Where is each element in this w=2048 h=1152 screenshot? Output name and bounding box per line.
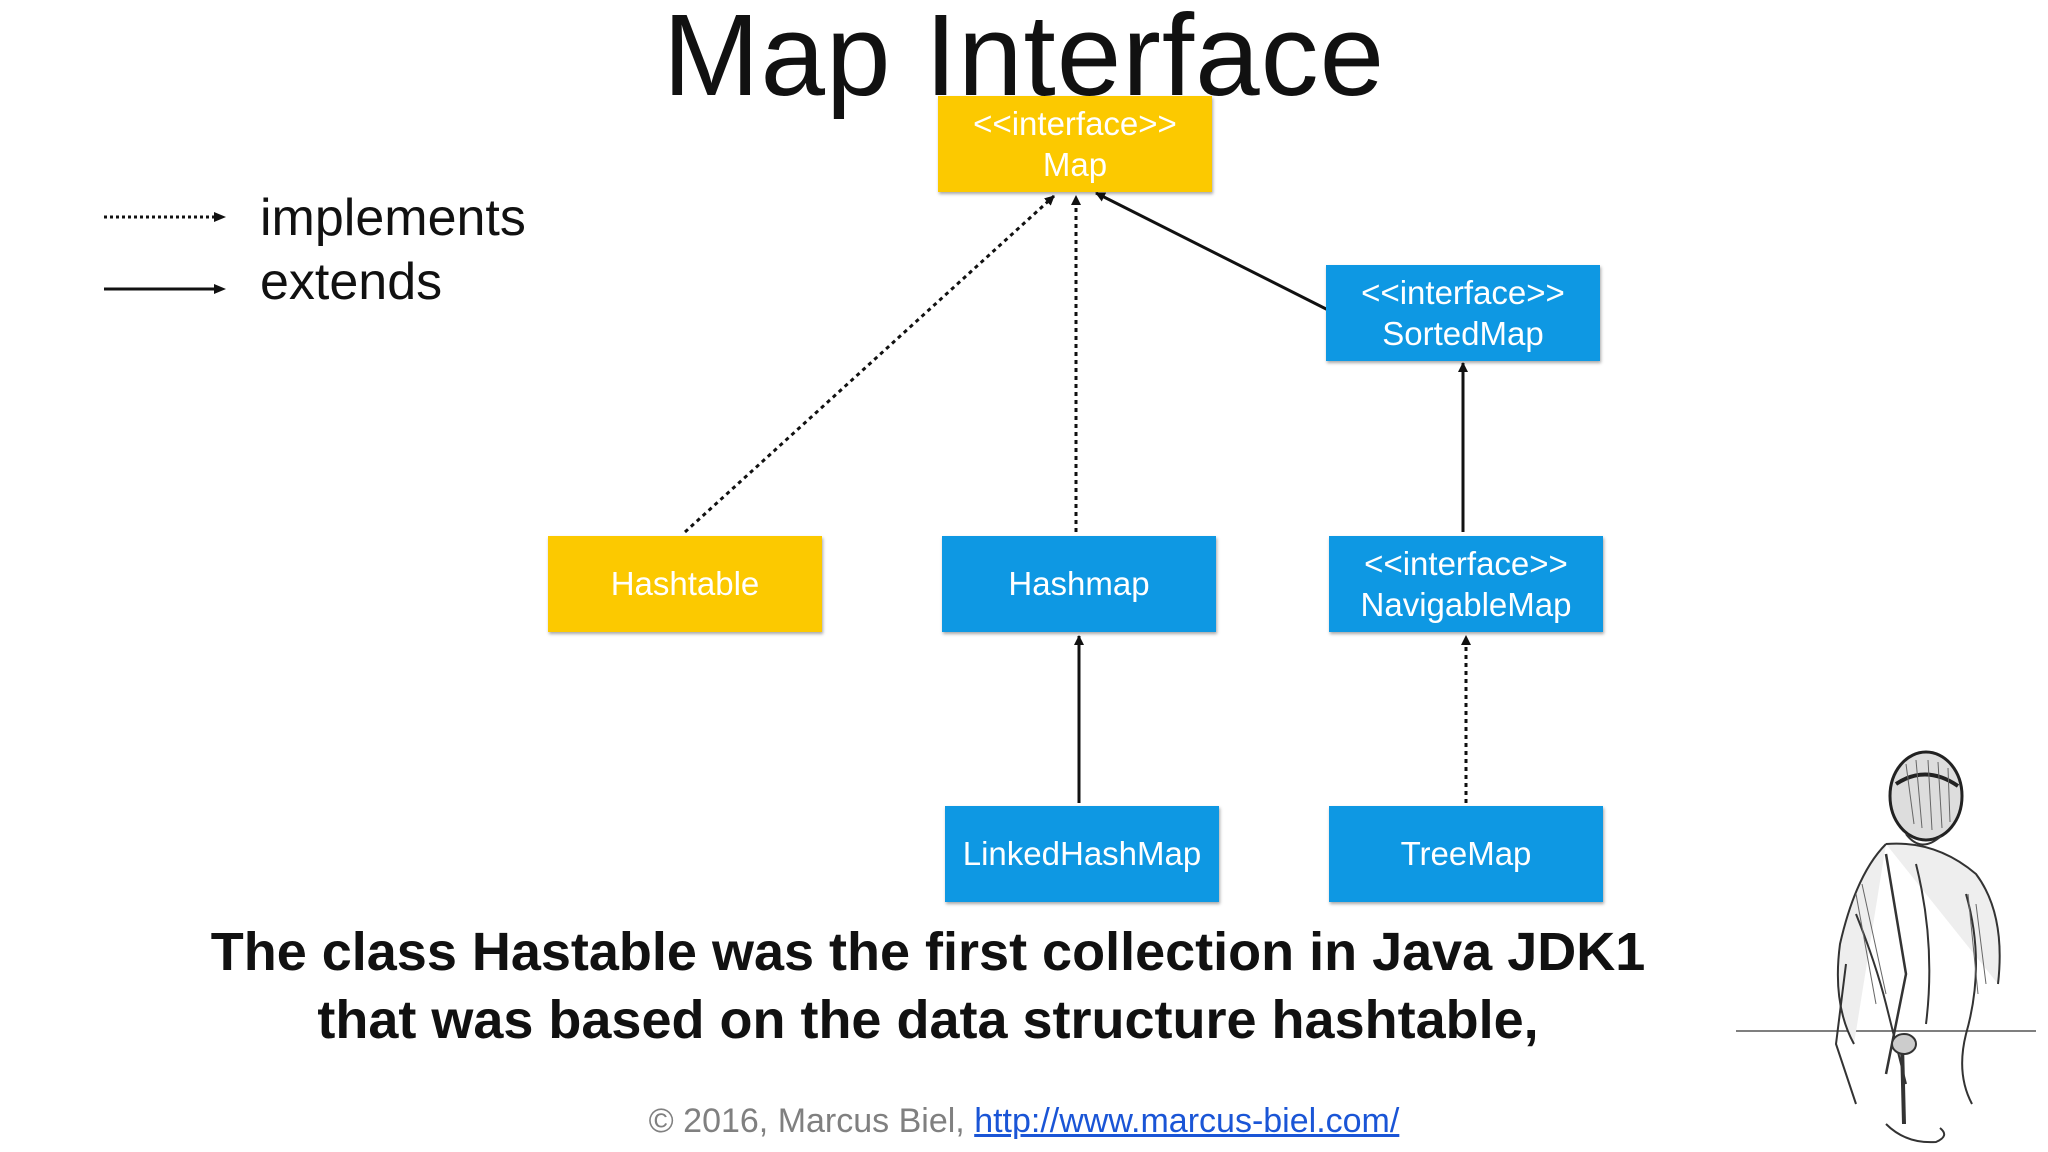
node-hashtable: Hashtable [548, 536, 822, 632]
node-linkedhashmap-name: LinkedHashMap [962, 835, 1202, 873]
node-map-stereotype: <<interface>> [973, 104, 1177, 142]
node-map-name: Map [1042, 146, 1108, 183]
footer: © 2016, Marcus Biel, http://www.marcus-b… [0, 1101, 2048, 1142]
legend-extends-label: extends [260, 253, 443, 311]
node-hashmap-name: Hashmap [1008, 565, 1150, 603]
legend-implements-label: implements [260, 189, 526, 247]
node-sortedmap-stereotype: <<interface>> [1361, 273, 1565, 311]
node-sortedmap-name: SortedMap [1382, 315, 1544, 352]
footer-link[interactable]: http://www.marcus-biel.com/ [974, 1102, 1400, 1140]
edge-sortedmap-map [1095, 191, 1341, 318]
craftsman-illustration [1736, 750, 2036, 1144]
node-treemap: TreeMap [1329, 806, 1603, 902]
edge-hashtable-map [683, 194, 1056, 534]
node-linkedhashmap: LinkedHashMap [945, 806, 1219, 902]
node-navigablemap-name: NavigableMap [1360, 586, 1572, 623]
node-hashtable-name: Hashtable [610, 565, 760, 603]
dotted-arrow-icon [104, 212, 226, 222]
caption-line-2: that was based on the data structure has… [317, 990, 1539, 1050]
footer-copyright: © 2016, Marcus Biel, [648, 1102, 965, 1140]
node-sortedmap: <<interface>> SortedMap [1326, 265, 1600, 361]
node-navigablemap-stereotype: <<interface>> [1364, 544, 1568, 582]
node-navigablemap: <<interface>> NavigableMap [1329, 536, 1603, 632]
node-map: <<interface>> Map [938, 96, 1212, 192]
solid-arrow-icon [104, 284, 226, 294]
caption-line-1: The class Hastable was the first collect… [210, 922, 1646, 982]
node-hashmap: Hashmap [942, 536, 1216, 632]
node-treemap-name: TreeMap [1400, 835, 1532, 873]
caption: The class Hastable was the first collect… [40, 918, 1816, 1054]
